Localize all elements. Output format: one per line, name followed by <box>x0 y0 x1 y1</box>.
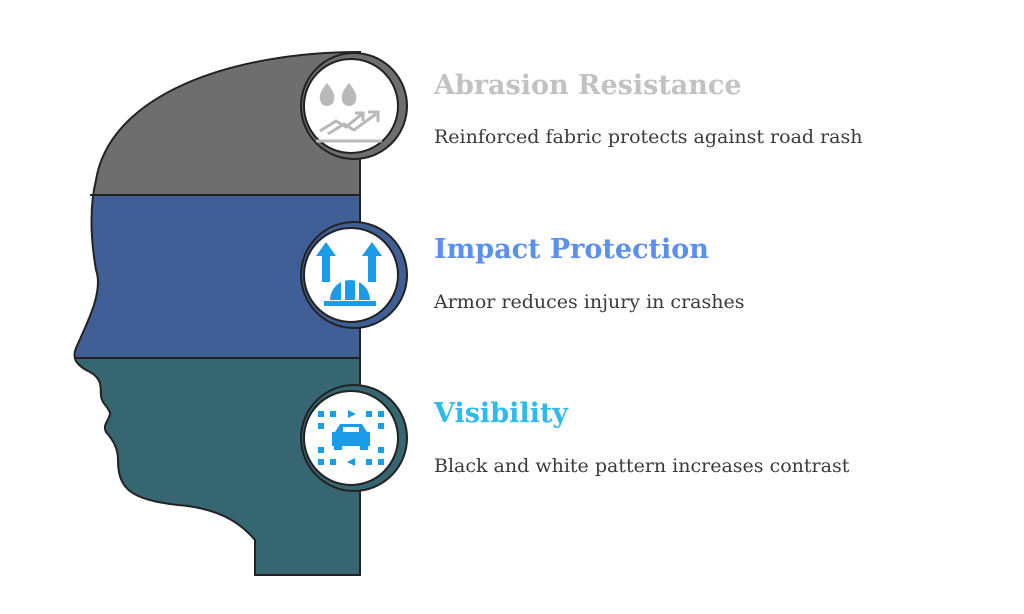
car-visibility-icon <box>318 410 384 466</box>
icon-circle <box>303 227 399 323</box>
item-desc-visibility: Black and white pattern increases contra… <box>434 455 850 477</box>
item-title-visibility: Visibility <box>434 398 568 429</box>
item-title-impact: Impact Protection <box>434 234 709 265</box>
helmet-arrows-icon <box>316 242 382 306</box>
abrasion-icon <box>316 83 382 143</box>
item-desc-abrasion: Reinforced fabric protects against road … <box>434 126 863 148</box>
icon-circle <box>303 58 399 154</box>
item-desc-impact: Armor reduces injury in crashes <box>434 291 745 313</box>
item-title-abrasion: Abrasion Resistance <box>434 70 742 101</box>
head-outline <box>73 50 361 576</box>
